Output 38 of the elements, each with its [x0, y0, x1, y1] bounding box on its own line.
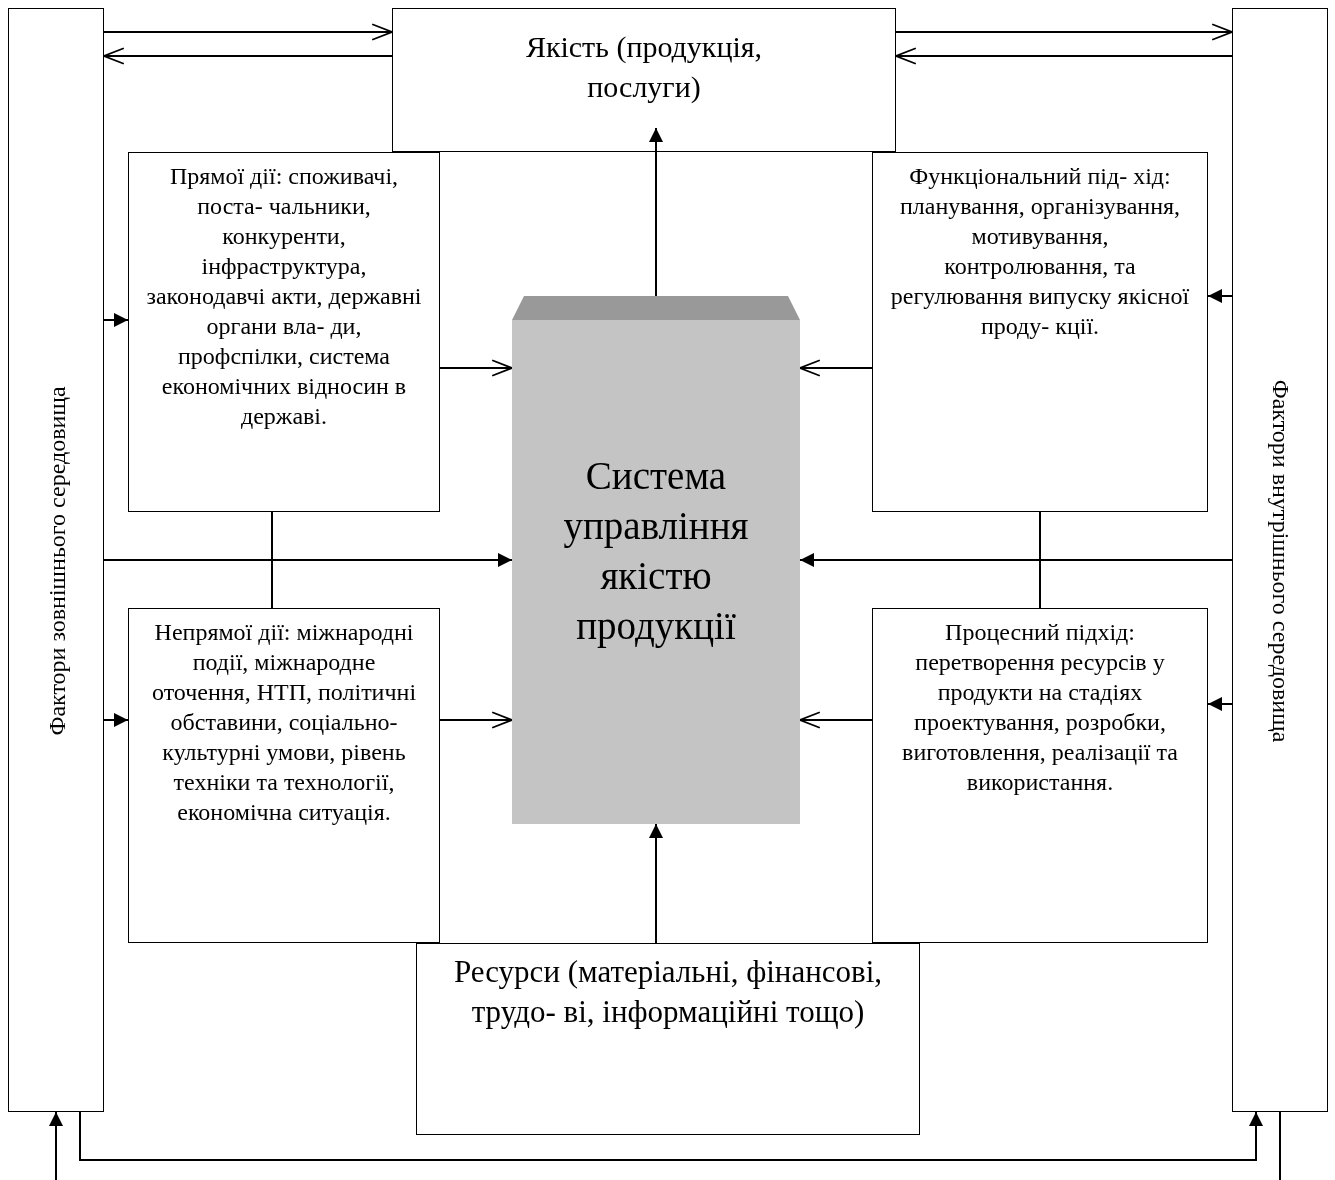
connector-line — [271, 511, 273, 609]
arrow — [103, 553, 513, 567]
connector-line — [1039, 511, 1041, 609]
factor-box — [872, 608, 1208, 943]
panel-title: Фактори зовнішнього середовища — [43, 386, 71, 736]
box-text: Ресурси (матеріальні, фінансові, трудо- ві, інформаційні тощо) — [452, 953, 884, 1031]
block-title: Система управління якістю продукції — [562, 453, 750, 650]
arrow — [103, 713, 129, 727]
arrow — [1207, 697, 1233, 711]
arrow — [895, 23, 1233, 41]
arrow — [799, 711, 873, 729]
arrow — [649, 823, 663, 944]
factor-box — [872, 152, 1208, 512]
arrow — [103, 47, 393, 65]
box-text: Якість (продукція, послуги) — [524, 29, 764, 105]
result-box — [392, 8, 896, 152]
arrow — [79, 1111, 1263, 1161]
arrow — [103, 23, 393, 41]
arrow — [799, 359, 873, 377]
factor-box — [128, 152, 440, 512]
box-text: Прямої дії: споживачі, поста- чальники, конкуренти, інфраструктура, законодавчі акти, державні органи вла- ди, профспілки, система економічних відносин в державі. — [145, 162, 423, 431]
box-text: Процесний підхід: перетворення ресурсів у продукти на стадіях проектування, розробки, виготовлення, реалізації та використання. — [901, 618, 1179, 797]
panel-title: Фактори внутрішнього середовища — [1267, 379, 1295, 743]
factor-panel — [8, 8, 104, 1112]
connector-line — [1279, 1111, 1281, 1180]
arrow — [895, 47, 1233, 65]
factor-panel — [1232, 8, 1328, 1112]
arrow — [1207, 289, 1233, 303]
resource-box — [416, 943, 920, 1135]
arrow — [649, 127, 663, 297]
arrow — [103, 313, 129, 327]
arrow — [439, 359, 513, 377]
factor-box — [128, 608, 440, 943]
arrow — [439, 711, 513, 729]
box-text: Функціональний під- хід: планування, організування, мотивування, контролювання, та регулювання випуску якісної проду- кції. — [889, 162, 1191, 341]
arrow — [799, 553, 1233, 567]
arrow — [49, 1111, 63, 1180]
box-text: Непрямої дії: міжнародні події, міжнародне оточення, НТП, політичні обставини, соціально-культурні умови, рівень техніки та технології, економічна ситуація. — [150, 618, 418, 827]
